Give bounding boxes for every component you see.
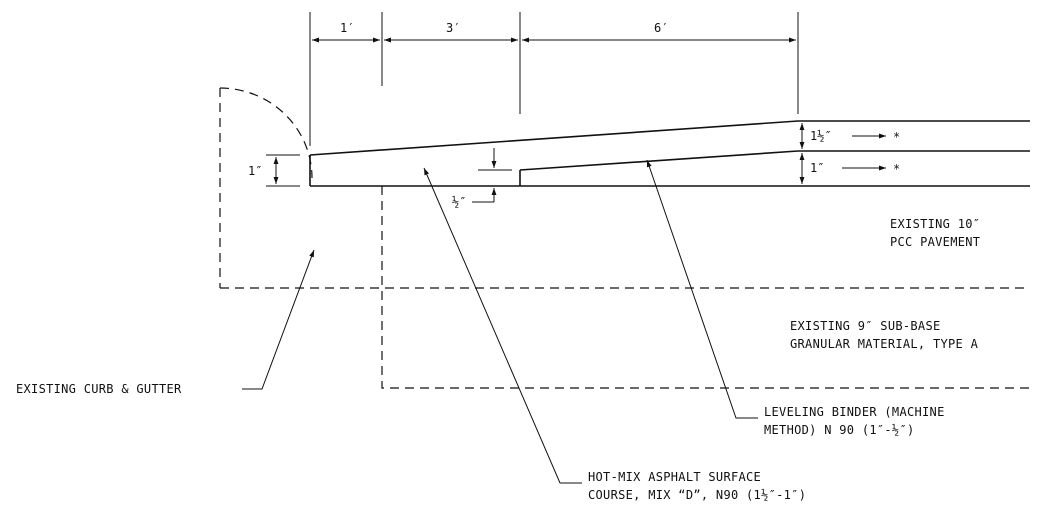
- binder-course-top: [519, 150, 1030, 171]
- dimension-surface-thickness-label: 1½″: [810, 129, 832, 143]
- leader-lines: [242, 159, 758, 484]
- subbase-label-line2: GRANULAR MATERIAL, TYPE A: [790, 337, 979, 351]
- surface-course-top: [309, 120, 1030, 156]
- right-thickness-dimensions: [799, 123, 886, 184]
- center-dimension-half-in: [472, 148, 512, 203]
- pcc-pavement-label-line1: EXISTING 10″: [890, 217, 980, 231]
- binder-asterisk: *: [893, 162, 900, 176]
- subbase-label-line1: EXISTING 9″ SUB-BASE: [790, 319, 941, 333]
- subbase-outline: [381, 186, 1030, 389]
- pcc-pavement-label-line2: PCC PAVEMENT: [890, 235, 980, 249]
- surface-course-label-line2: COURSE, MIX “D”, N90 (1½″-1″): [588, 488, 806, 502]
- surface-course-label-line1: HOT-MIX ASPHALT SURFACE: [588, 470, 761, 484]
- leveling-binder-label-line2: METHOD) N 90 (1″-½″): [764, 423, 915, 437]
- dimension-6ft-label: 6′: [654, 21, 668, 35]
- leveling-binder-label-line1: LEVELING BINDER (MACHINE: [764, 405, 945, 419]
- dimension-binder-thickness-label: 1″: [810, 161, 824, 175]
- asphalt-layers: [309, 120, 1030, 187]
- existing-curb-outline: [219, 87, 313, 288]
- dimension-1in-left-label: 1″: [248, 164, 262, 178]
- dimension-3ft-label: 3′: [446, 21, 460, 35]
- dimension-half-in-label: ½″: [452, 195, 466, 209]
- dimension-1ft-label: 1′: [340, 21, 354, 35]
- surface-asterisk: *: [893, 130, 900, 144]
- left-dimension-1in: [266, 154, 300, 187]
- top-dimension-chain: [309, 12, 799, 146]
- curb-gutter-label: EXISTING CURB & GUTTER: [16, 382, 182, 396]
